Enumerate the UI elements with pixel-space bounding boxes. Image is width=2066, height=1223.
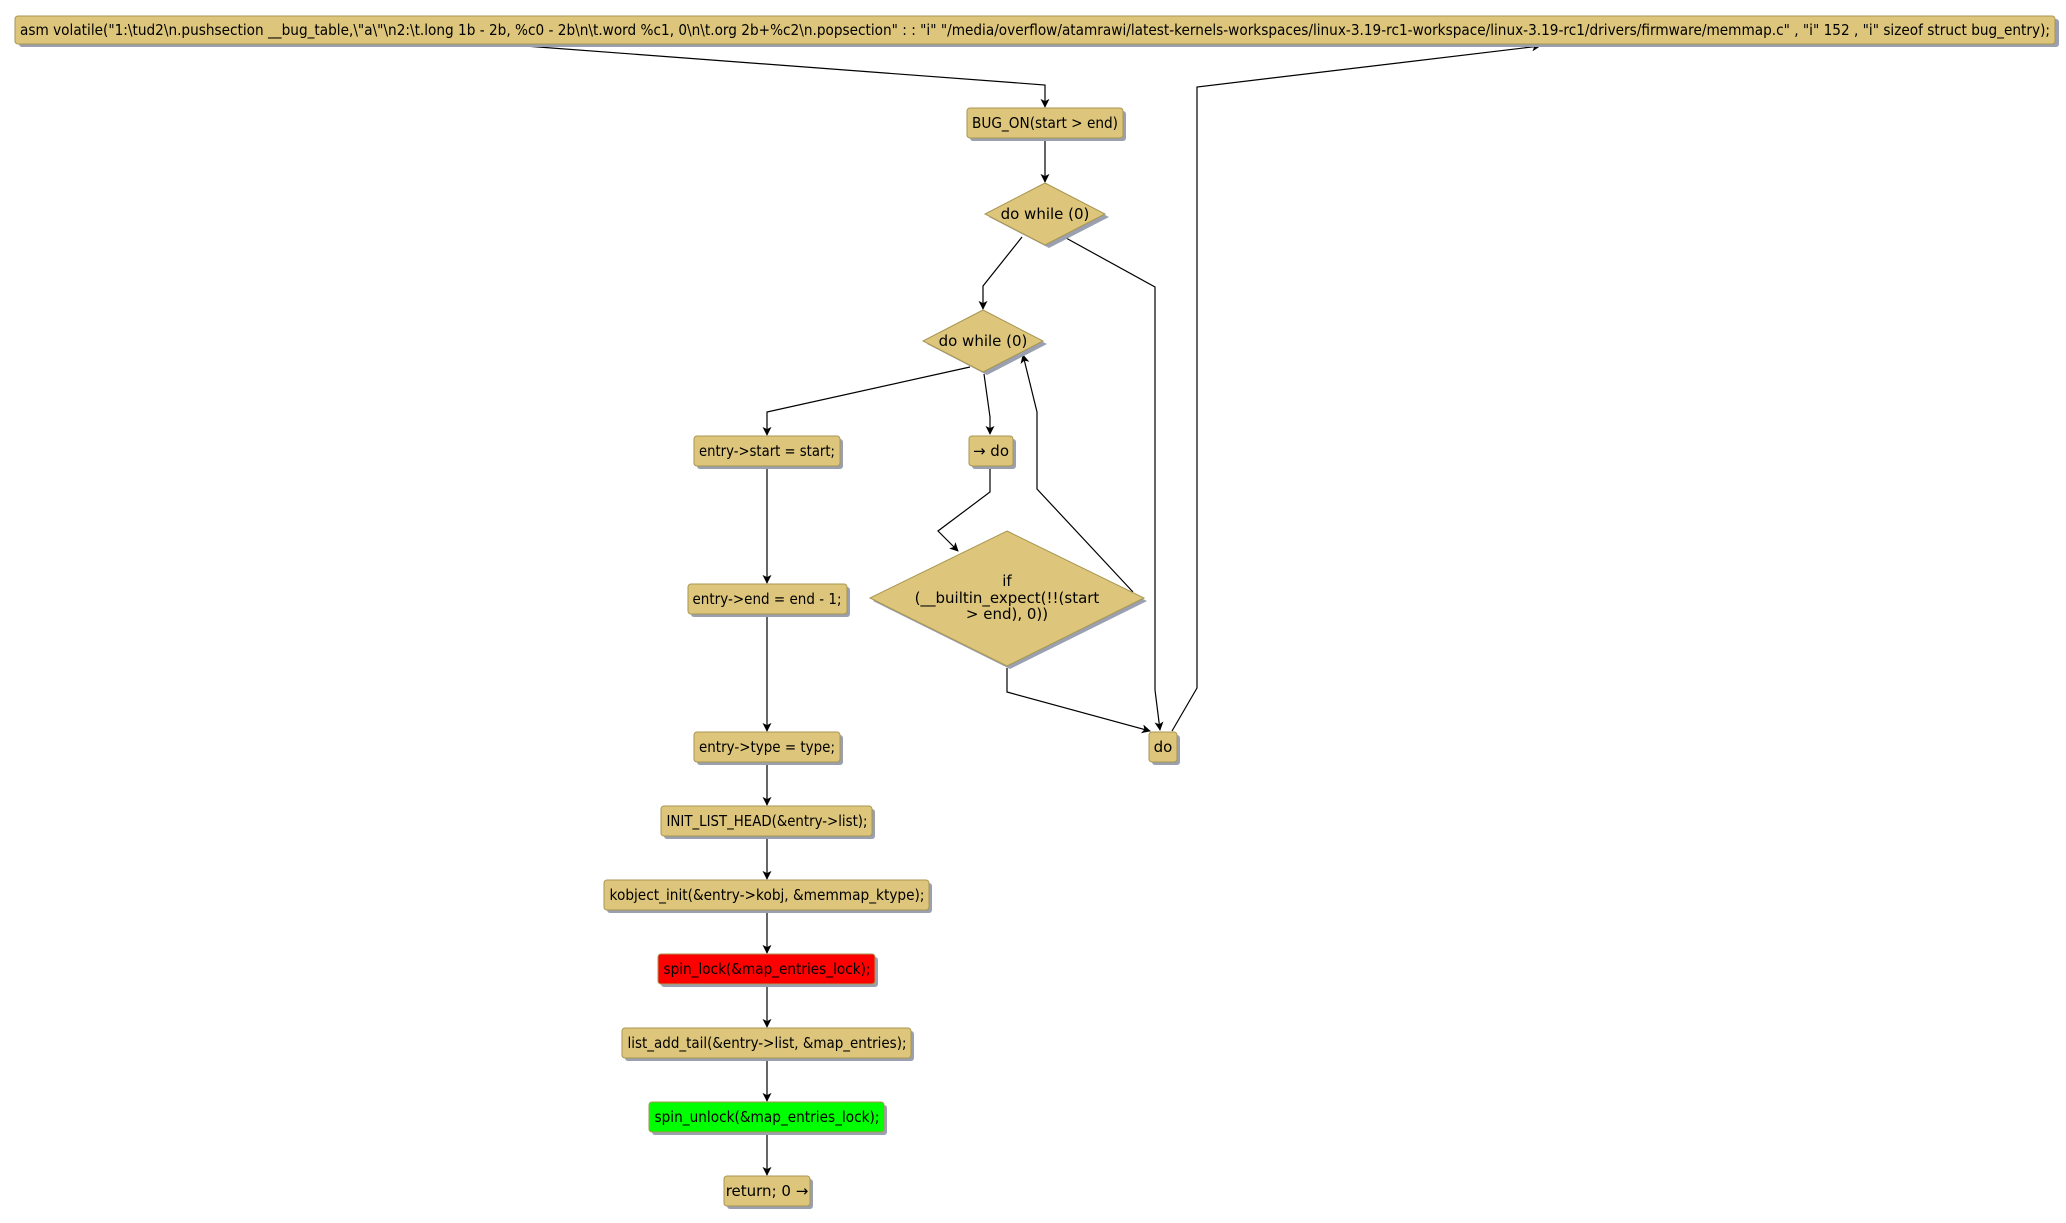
node-arrow-do-label: → do (973, 442, 1009, 460)
node-do-while-inner-label: do while (0) (939, 332, 1028, 350)
node-return: return; 0 → (723, 1175, 811, 1207)
nodes: asm volatile("1:\tud2\n.pushsection __bu… (14, 15, 2056, 1207)
node-do-while-outer: do while (0) (983, 182, 1107, 246)
node-do-while-outer-label: do while (0) (1001, 205, 1090, 223)
node-spin-lock: spin_lock(&map_entries_lock); (657, 953, 876, 985)
edge-if-back-to-do-while-inner (1020, 354, 1134, 593)
node-if-line-1: if (1002, 572, 1012, 590)
edge-arrow-do-to-if (937, 468, 991, 552)
node-return-label: return; 0 → (726, 1182, 809, 1200)
edge-if-to-do-right (1006, 668, 1151, 734)
edge-do-while-outer-to-do-right (1065, 237, 1164, 731)
node-entry-end-label: entry->end = end - 1; (693, 590, 842, 608)
node-asm: asm volatile("1:\tud2\n.pushsection __bu… (14, 15, 2056, 45)
node-init-list-head: INIT_LIST_HEAD(&entry->list); (660, 805, 873, 837)
node-entry-type: entry->type = type; (693, 731, 841, 763)
node-spin-unlock: spin_unlock(&map_entries_lock); (648, 1101, 885, 1133)
node-if-line-2: (__builtin_expect(!!(start (915, 589, 1100, 608)
node-spin-unlock-label: spin_unlock(&map_entries_lock); (655, 1108, 880, 1127)
node-list-add-tail-label: list_add_tail(&entry->list, &map_entries… (628, 1034, 907, 1053)
node-list-add-tail: list_add_tail(&entry->list, &map_entries… (621, 1027, 912, 1059)
node-spin-lock-label: spin_lock(&map_entries_lock); (664, 960, 871, 979)
node-do-while-inner: do while (0) (921, 309, 1045, 373)
node-kobject-init-label: kobject_init(&entry->kobj, &memmap_ktype… (610, 886, 925, 905)
node-if-line-3: > end), 0)) (966, 605, 1048, 623)
edges (524, 42, 1541, 1176)
node-entry-end: entry->end = end - 1; (687, 583, 848, 615)
node-entry-start: entry->start = start; (693, 435, 841, 467)
node-if-condition: if (__builtin_expect(!!(start > end), 0)… (868, 530, 1146, 667)
node-entry-type-label: entry->type = type; (699, 738, 835, 756)
node-entry-start-label: entry->start = start; (699, 442, 835, 460)
node-arrow-do: → do (968, 435, 1014, 467)
node-kobject-init: kobject_init(&entry->kobj, &memmap_ktype… (603, 879, 930, 911)
node-do-right-label: do (1154, 738, 1173, 756)
edge-asm-to-bug-on (524, 45, 1050, 108)
edge-do-while-inner-to-arrow-do (983, 373, 995, 435)
edge-do-while-outer-to-do-while-inner (978, 236, 1023, 310)
edge-do-while-inner-to-entry-start (762, 366, 971, 436)
node-do-right: do (1148, 731, 1178, 763)
edge-do-right-back-to-asm (1171, 42, 1541, 732)
node-init-list-head-label: INIT_LIST_HEAD(&entry->list); (667, 812, 868, 831)
node-bug-on-label: BUG_ON(start > end) (972, 114, 1118, 133)
node-bug-on: BUG_ON(start > end) (966, 107, 1124, 139)
node-asm-label: asm volatile("1:\tud2\n.pushsection __bu… (20, 21, 2050, 40)
